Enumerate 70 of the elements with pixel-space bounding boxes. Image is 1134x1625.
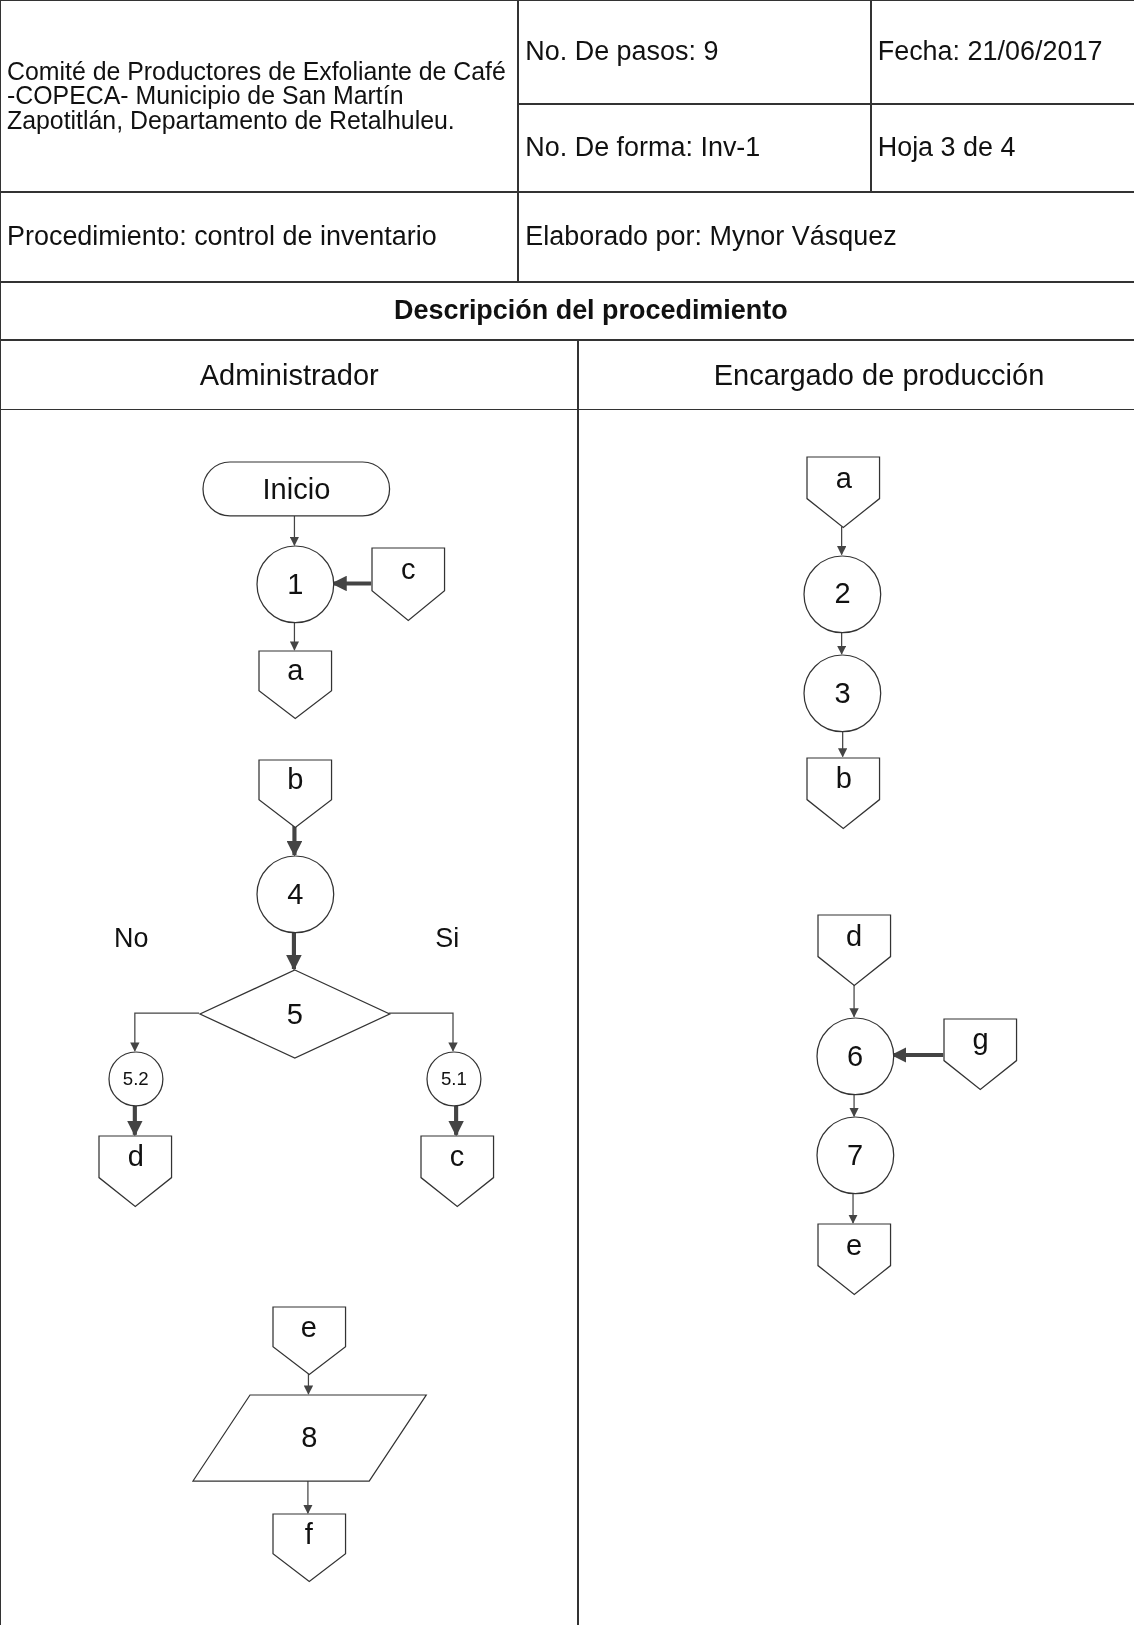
step-circle (257, 856, 334, 933)
header-text: Procedimiento: control de inventario (7, 223, 437, 251)
offpage-connector (817, 1224, 891, 1295)
offpage-connector (944, 1018, 1017, 1090)
arrow (448, 1104, 464, 1137)
header-text: Elaborado por: Mynor Vásquez (525, 223, 897, 251)
offpage-connector (372, 548, 445, 621)
shape-label: 6 (846, 1039, 865, 1073)
shape-label: Inicio (261, 472, 332, 506)
start-terminal (203, 462, 390, 517)
offpage-connector (259, 759, 332, 828)
lane-title: Encargado de producción (713, 358, 1045, 392)
header-text: Fecha: 21/06/2017 (877, 38, 1103, 66)
arrow (848, 1192, 858, 1224)
arrow (388, 1012, 458, 1052)
shape-label: d (126, 1140, 145, 1174)
arrow (130, 1012, 200, 1052)
shape-label: 8 (300, 1421, 319, 1455)
step-circle (108, 1052, 163, 1106)
offpage-connector (259, 650, 332, 719)
step-circle (427, 1052, 481, 1106)
shape-label: 4 (286, 877, 305, 912)
step-circle (804, 655, 881, 732)
offpage-connector (807, 457, 880, 528)
offpage-connector (99, 1136, 172, 1207)
arrow (836, 525, 847, 556)
step-circle (816, 1017, 894, 1095)
swimlane (578, 340, 1134, 1625)
offpage-connector (272, 1307, 346, 1375)
shape-label: c (448, 1140, 466, 1174)
header-text: No. De pasos: 9 (525, 38, 719, 66)
offpage-connector (817, 915, 891, 986)
arrow (303, 1372, 314, 1395)
shape-label: e (845, 1228, 864, 1262)
offpage-connector (420, 1136, 494, 1207)
shape-label: 5.2 (121, 1068, 150, 1090)
header-text: Comité de Productores de Exfoliante de Café -COPECA- Municipio de San Martín Zapotitlán, Departamento de Retalhuleu. (7, 58, 507, 134)
arrow (286, 825, 303, 857)
offpage-connector (272, 1514, 346, 1582)
shape-label: b (834, 762, 853, 796)
shape-label: g (971, 1023, 990, 1057)
step-circle (816, 1117, 894, 1195)
arrow (849, 983, 859, 1018)
shape-label: 1 (286, 567, 305, 602)
shape-label: a (834, 461, 853, 495)
swimlane (0, 340, 579, 1625)
section-title: Descripción del procedimiento (394, 297, 788, 325)
data-parallelogram (192, 1395, 426, 1482)
arrow (838, 730, 848, 758)
shape-label: b (286, 763, 305, 797)
header-text: Hoja 3 de 4 (877, 134, 1016, 162)
offpage-connector (807, 757, 880, 829)
shape-label: a (286, 654, 305, 688)
lane-title: Administrador (199, 358, 379, 392)
shape-label: 3 (833, 676, 852, 711)
shape-label: 5.1 (440, 1068, 468, 1090)
step-circle (804, 555, 881, 633)
arrow (289, 621, 300, 651)
shape-label: 5 (285, 997, 304, 1031)
header-text: No. De forma: Inv-1 (525, 134, 761, 162)
shape-label: e (299, 1310, 318, 1344)
shape-label: 7 (846, 1139, 865, 1173)
shape-label: d (845, 919, 864, 954)
shape-label: c (400, 553, 417, 587)
shape-label: 2 (833, 577, 852, 611)
decision-diamond (200, 970, 390, 1059)
arrow (286, 931, 302, 971)
arrow (127, 1104, 143, 1137)
shape-label: f (303, 1517, 314, 1552)
step-circle (257, 546, 334, 623)
